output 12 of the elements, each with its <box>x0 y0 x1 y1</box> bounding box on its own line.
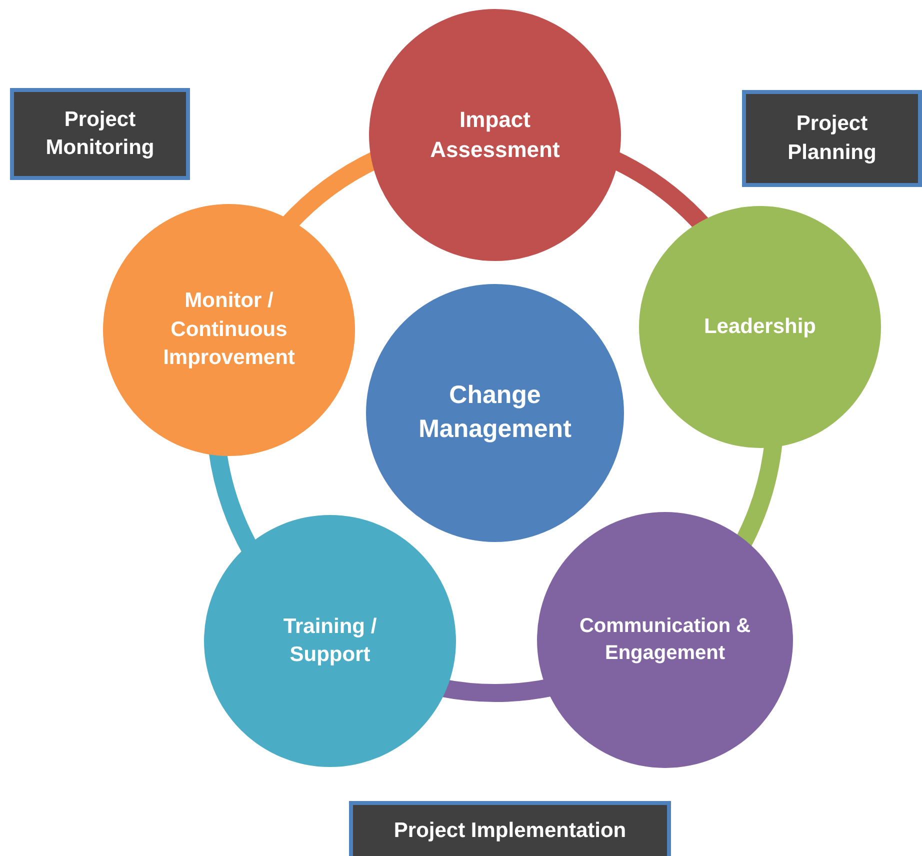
node-label: Impact Assessment <box>429 106 561 164</box>
node-label: Communication & Engagement <box>578 614 752 666</box>
phase-box <box>742 90 922 187</box>
phase-box <box>10 88 190 180</box>
phase-label: Project Monitoring <box>44 106 156 161</box>
node-label: Monitor / Continuous Improvement <box>162 288 296 372</box>
phase-box <box>349 801 671 856</box>
phase-label: Project Planning <box>786 111 878 166</box>
phase-label: Project Implementation <box>394 818 626 844</box>
node-label: Leadership <box>704 314 816 340</box>
node-label: Training / Support <box>282 614 378 668</box>
node-label: Change Management <box>418 380 572 445</box>
